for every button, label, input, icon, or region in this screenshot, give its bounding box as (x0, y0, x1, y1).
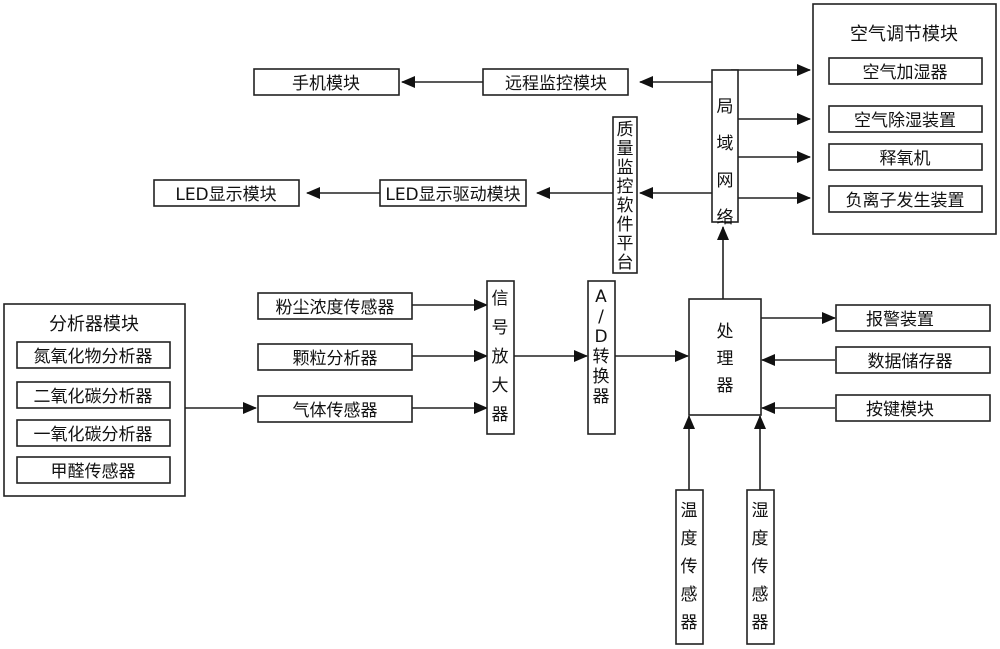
node-quality-platform: 质量监控软件平台 (612, 116, 638, 274)
node-formaldehyde-sensor: 甲醛传感器 (16, 456, 171, 484)
node-data-storage: 数据储存器 (835, 346, 991, 374)
vertical-char: 度 (681, 529, 698, 549)
vertical-char: 器 (681, 613, 698, 633)
vertical-char: 传 (681, 557, 698, 577)
node-oxygen-generator: 释氧机 (828, 143, 983, 171)
node-keypad: 按键模块 (835, 394, 991, 422)
vertical-char: 控 (617, 177, 634, 197)
node-air-dehumidifier: 空气除湿装置 (828, 105, 983, 133)
vertical-char: 器 (492, 405, 509, 425)
node-led-display: LED显示模块 (153, 179, 300, 207)
vertical-char: 络 (717, 208, 734, 228)
node-co-analyzer: 一氧化碳分析器 (16, 419, 171, 447)
vertical-char: 湿 (752, 501, 769, 521)
node-nox-analyzer: 氮氧化物分析器 (16, 341, 171, 369)
temp-sensor-label: 温度传感器 (681, 501, 698, 633)
node-dust-sensor: 粉尘浓度传感器 (257, 292, 413, 320)
data-storage-label: 数据储存器 (868, 352, 953, 372)
vertical-char: 感 (681, 585, 698, 605)
vertical-char: 器 (593, 387, 610, 407)
co-analyzer-label: 一氧化碳分析器 (34, 425, 153, 445)
humidity-sensor-label: 湿度传感器 (752, 501, 769, 633)
signal-amplifier-label: 信号放大器 (492, 289, 509, 425)
vertical-char: 理 (717, 349, 734, 369)
vertical-char: 台 (617, 253, 634, 273)
lan-label: 局域网络 (717, 97, 734, 228)
node-signal-amplifier: 信号放大器 (486, 280, 515, 435)
led-display-label: LED显示模块 (175, 185, 276, 205)
vertical-char: 号 (492, 318, 509, 338)
node-air-humidifier: 空气加湿器 (828, 57, 983, 85)
vertical-char: 传 (752, 557, 769, 577)
alarm-label: 报警装置 (866, 310, 934, 330)
node-lan: 局域网络 (711, 69, 739, 228)
vertical-char: 处 (717, 322, 734, 342)
remote-monitor-label: 远程监控模块 (505, 74, 607, 94)
vertical-char: 度 (752, 529, 769, 549)
vertical-char: D (594, 327, 607, 347)
vertical-char: 温 (681, 501, 698, 521)
vertical-char: A (595, 287, 607, 307)
vertical-char: / (598, 307, 604, 327)
vertical-char: 平 (617, 234, 634, 254)
node-air-module: 空气调节模块 空气加湿器 空气除湿装置 释氧机 负离子发生装置 (812, 3, 997, 235)
node-temp-sensor: 温度传感器 (675, 489, 704, 645)
quality-platform-label: 质量监控软件平台 (617, 120, 634, 273)
vertical-char: 件 (617, 215, 634, 235)
air-module-title: 空气调节模块 (850, 24, 958, 45)
processor-label: 处理器 (717, 322, 734, 396)
led-driver-label: LED显示驱动模块 (385, 185, 520, 205)
vertical-char: 器 (752, 613, 769, 633)
vertical-char: 器 (717, 376, 734, 396)
node-alarm: 报警装置 (835, 304, 991, 332)
vertical-char: 网 (717, 171, 734, 191)
analyzer-module-title: 分析器模块 (49, 314, 139, 335)
vertical-char: 局 (717, 97, 734, 117)
air-dehumidifier-label: 空气除湿装置 (854, 111, 956, 131)
particle-analyzer-label: 颗粒分析器 (293, 349, 378, 369)
air-humidifier-label: 空气加湿器 (863, 63, 948, 83)
vertical-char: 放 (492, 347, 509, 367)
vertical-char: 软 (617, 196, 634, 216)
node-humidity-sensor: 湿度传感器 (746, 489, 775, 645)
vertical-char: 信 (492, 289, 509, 309)
vertical-char: 质 (617, 120, 634, 140)
dust-sensor-label: 粉尘浓度传感器 (276, 298, 395, 318)
nox-analyzer-label: 氮氧化物分析器 (34, 347, 153, 367)
node-remote-monitor: 远程监控模块 (482, 68, 629, 96)
vertical-char: 量 (617, 139, 634, 159)
node-gas-sensor: 气体传感器 (257, 395, 413, 423)
formaldehyde-sensor-label: 甲醛传感器 (51, 462, 136, 482)
node-co2-analyzer: 二氧化碳分析器 (16, 381, 171, 409)
co2-analyzer-label: 二氧化碳分析器 (34, 387, 153, 407)
connectors (185, 64, 836, 490)
vertical-char: 感 (752, 585, 769, 605)
vertical-char: 监 (617, 158, 634, 178)
oxygen-generator-label: 释氧机 (880, 149, 931, 169)
node-led-driver: LED显示驱动模块 (379, 179, 527, 207)
node-anion-generator: 负离子发生装置 (828, 185, 983, 213)
vertical-char: 域 (717, 134, 734, 154)
vertical-char: 大 (492, 376, 509, 396)
keypad-label: 按键模块 (866, 400, 934, 420)
phone-module-label: 手机模块 (292, 74, 360, 94)
node-particle-analyzer: 颗粒分析器 (257, 343, 413, 371)
anion-generator-label: 负离子发生装置 (846, 191, 965, 211)
node-phone-module: 手机模块 (253, 68, 400, 96)
vertical-char: 换 (593, 367, 610, 387)
node-analyzer-module: 分析器模块 氮氧化物分析器 二氧化碳分析器 一氧化碳分析器 甲醛传感器 (3, 303, 186, 497)
gas-sensor-label: 气体传感器 (293, 401, 378, 421)
node-processor: 处理器 (688, 298, 762, 416)
vertical-char: 转 (593, 347, 610, 367)
